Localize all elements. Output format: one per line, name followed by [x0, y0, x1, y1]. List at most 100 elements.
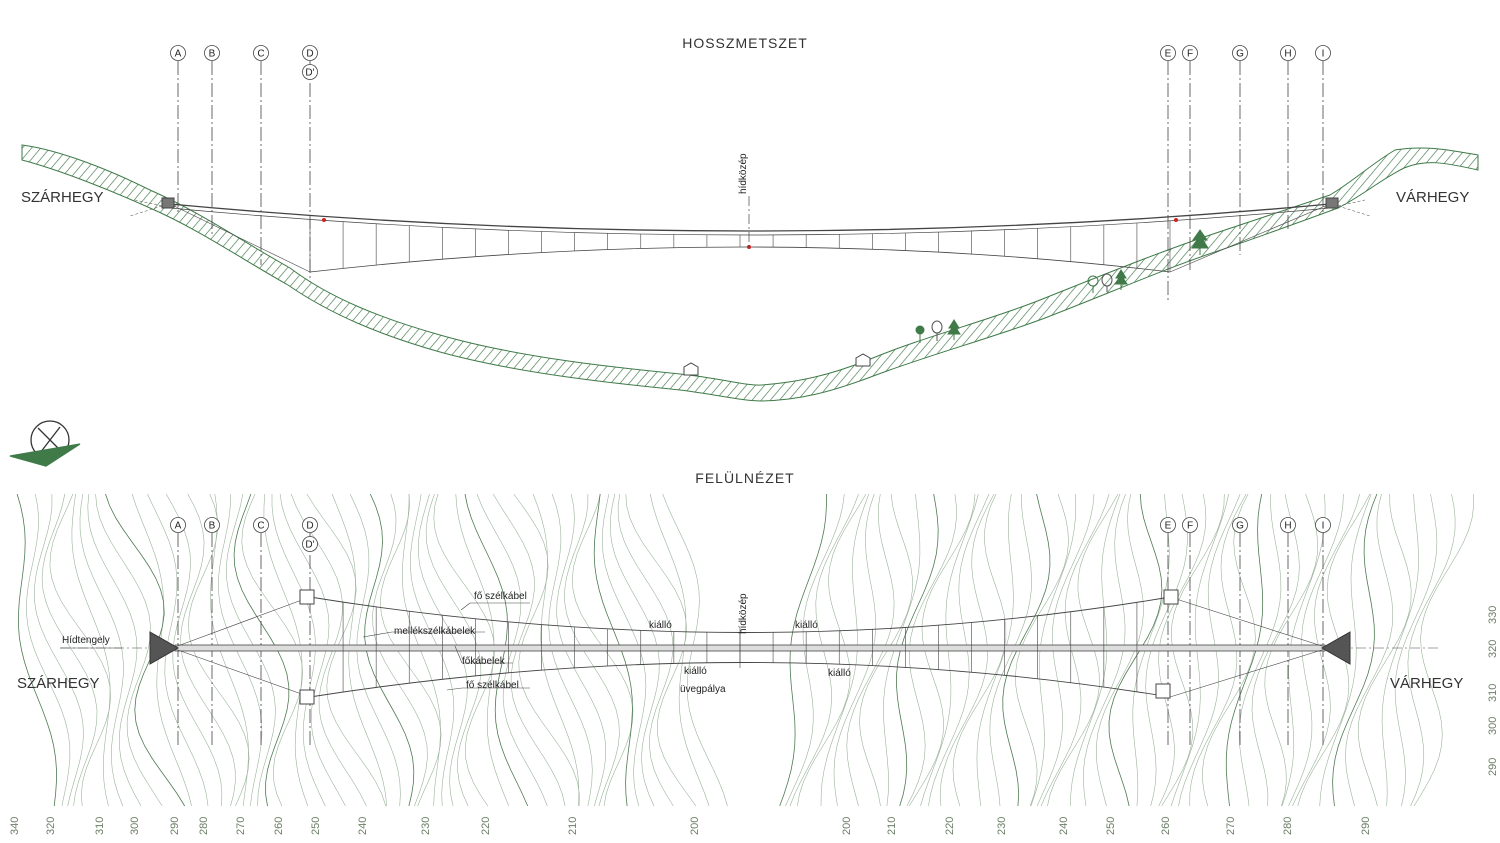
deck-line [169, 203, 1331, 232]
deck-plan [174, 644, 1326, 652]
axis-marker-label: D [306, 521, 313, 532]
edge-cable-bottom [309, 662, 1171, 698]
axis-marker-label: G [1236, 49, 1244, 60]
tick-label: 220 [944, 817, 956, 835]
contour-line [1357, 493, 1412, 807]
red-marker [322, 218, 1178, 249]
tick-label: 200 [841, 817, 853, 835]
contour-line [95, 493, 163, 807]
plan-annotations [60, 602, 530, 691]
axis-marker-circle [170, 45, 186, 61]
contour-line [79, 493, 124, 807]
axis-marker-circle [1280, 45, 1296, 61]
tick-label: 200 [689, 817, 701, 835]
tick-label: 280 [1282, 817, 1294, 835]
tick-label: 320 [1487, 640, 1499, 658]
axis-marker-circle [1182, 45, 1198, 61]
abutment-left [149, 631, 180, 665]
axis-marker-circle [170, 517, 186, 533]
axis-marker-label: H [1284, 521, 1291, 532]
viewpoint-label-2: kiálló [795, 620, 818, 631]
bridge-plan [60, 596, 1440, 698]
tick-label: 260 [273, 817, 285, 835]
tick-label: 210 [567, 817, 579, 835]
axis-marker-label: A [175, 49, 182, 60]
contour-line [1381, 493, 1419, 807]
main-edge-cable-top-label: fő szélkábel [474, 591, 527, 602]
axis-marker-label: I [1322, 521, 1325, 532]
axis-marker-circle [1280, 517, 1296, 533]
left-place-label-plan: SZÁRHEGY [17, 675, 100, 692]
tick-label: 270 [235, 817, 247, 835]
contour-line [1319, 493, 1372, 807]
axis-marker-label: B [209, 49, 216, 60]
axis-marker-label: D [306, 49, 313, 60]
tick-label: 220 [480, 817, 492, 835]
elevation-axis-lines [177, 61, 1324, 300]
abutment-right [1320, 631, 1351, 665]
tick-label: 310 [1487, 684, 1499, 702]
anchor-right [1325, 197, 1371, 217]
tree-icon [915, 229, 1209, 343]
contour-line [87, 493, 142, 807]
tick-label: 210 [886, 817, 898, 835]
axis-marker-circle [302, 45, 318, 61]
tick-label: 310 [94, 817, 106, 835]
edge-cable-top [309, 596, 1171, 633]
left-place-label-elevation: SZÁRHEGY [21, 189, 104, 206]
axis-marker-label: I [1322, 49, 1325, 60]
contour-line [71, 493, 111, 807]
plan-title: FELÜLNÉZET [695, 469, 794, 486]
axis-marker-circle [1315, 45, 1331, 61]
tick-label: 240 [357, 817, 369, 835]
bottom-ticks: 340 320 310 300 290 280 270 260 250 240 230 220 210 2… [9, 817, 1372, 835]
lower-cable [309, 246, 1171, 273]
axis-marker-circle [253, 517, 269, 533]
viewpoint-label-4: kiálló [828, 668, 851, 679]
axis-marker-circle [1232, 45, 1248, 61]
tick-label: 320 [45, 817, 57, 835]
tick-label: 240 [1058, 817, 1070, 835]
right-place-label-plan: VÁRHEGY [1390, 675, 1463, 692]
axis-marker-label: D' [305, 68, 314, 79]
elevation-title: HOSSZMETSZET [682, 35, 808, 51]
tick-label: 300 [129, 817, 141, 835]
axis-marker-circle [1232, 517, 1248, 533]
main-edge-cable-bottom-label: fő szélkábel [466, 680, 519, 691]
anchor-left [129, 197, 175, 217]
axis-marker-label: F [1187, 521, 1193, 532]
contour-line [49, 493, 112, 807]
tick-label: 290 [1487, 758, 1499, 776]
contour-line [1407, 493, 1456, 807]
tick-label: 290 [169, 817, 181, 835]
bridge-elevation [169, 203, 1331, 273]
tick-label: 300 [1487, 717, 1499, 735]
contour-line [33, 493, 84, 807]
terrain-profile [21, 144, 1479, 402]
tick-label: 250 [1105, 817, 1117, 835]
viewpoint-label-1: kiálló [649, 620, 672, 631]
contour-line [1332, 493, 1378, 807]
axis-marker-circle [1160, 45, 1176, 61]
deck-underside [169, 207, 1331, 236]
axis-marker-label: C [257, 521, 264, 532]
contour-line [1413, 493, 1474, 807]
viewpoint-label-3: kiálló [684, 666, 707, 677]
right-place-label-elevation: VÁRHEGY [1396, 189, 1469, 206]
contour-line [1345, 493, 1394, 807]
tick-label: 340 [9, 817, 21, 835]
midspan-label-plan: hídközép [738, 593, 749, 634]
tick-label: 230 [420, 817, 432, 835]
axis-marker-label: F [1187, 49, 1193, 60]
tick-label: 230 [996, 817, 1008, 835]
axis-marker-label: H [1284, 49, 1291, 60]
axis-marker-circle [253, 45, 269, 61]
tick-label: 270 [1225, 817, 1237, 835]
tree-icon [931, 273, 1113, 341]
axis-marker-label: D' [305, 540, 314, 551]
tick-label: 280 [198, 817, 210, 835]
axis-marker-label: C [257, 49, 264, 60]
axis-marker-circle [1160, 517, 1176, 533]
